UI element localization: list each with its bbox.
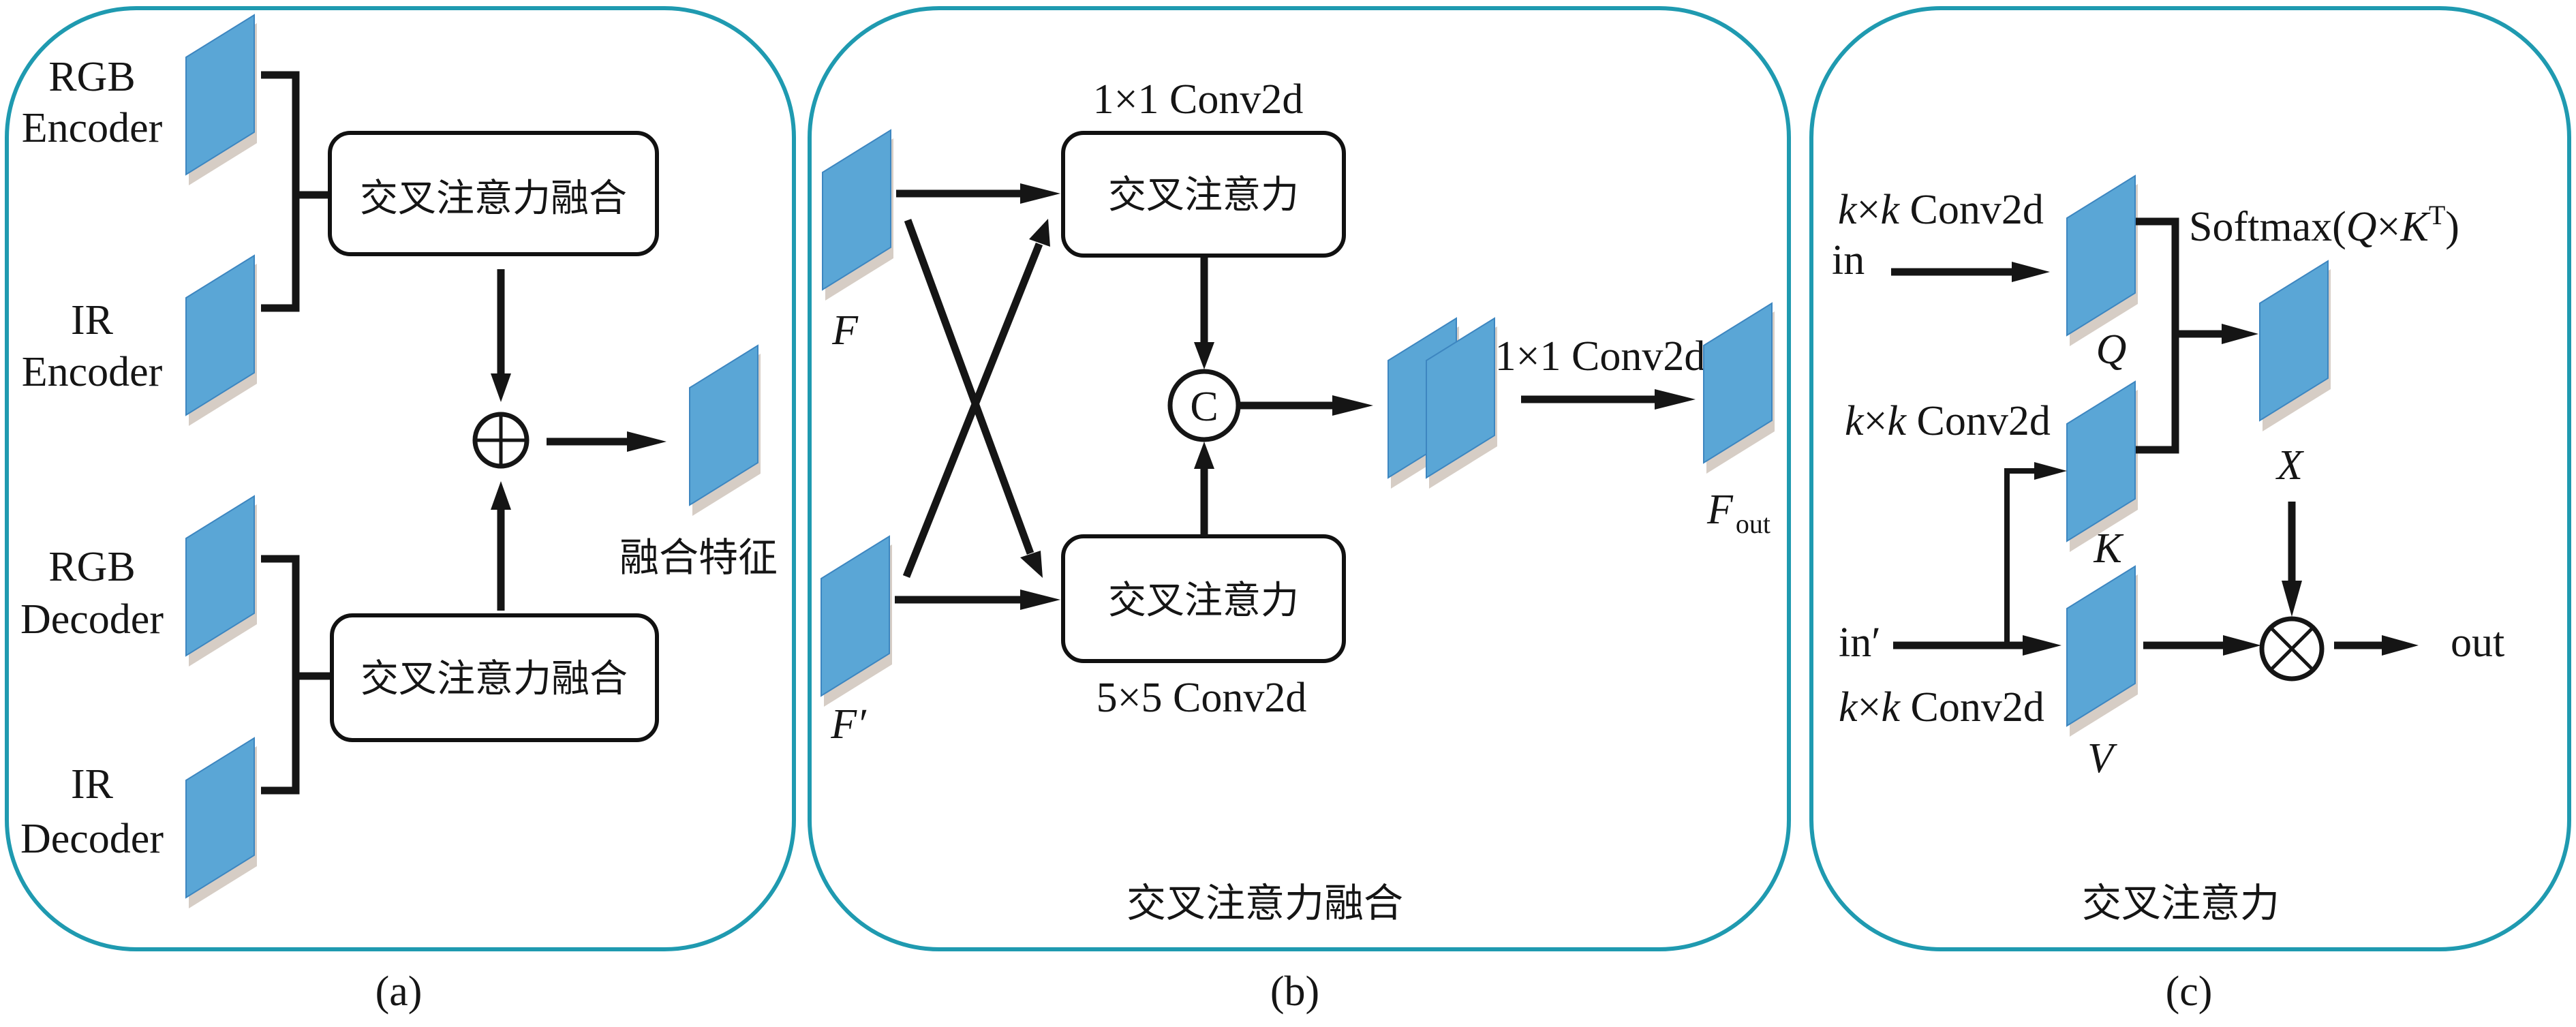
bottom-cross-attention-label: 交叉注意力 [1108, 579, 1299, 623]
arrow-head [1194, 442, 1214, 469]
k-label: K [2093, 525, 2124, 572]
arrow-head [2223, 635, 2261, 656]
bottom-fusion-block: 交叉注意力融合 [330, 613, 659, 742]
top-fusion-block-label: 交叉注意力融合 [360, 177, 627, 221]
add-icon [472, 412, 530, 469]
ir-decoder-label-line2: Decoder [20, 816, 164, 862]
panel-c-caption: (c) [2166, 968, 2213, 1015]
top-cross-attention-block: 交叉注意力 [1061, 131, 1346, 258]
k-conv-label: k×k Conv2d [1845, 398, 2051, 444]
panel-c: k×k Conv2d in Q k×k Conv2d K Softmax(Q×K… [1809, 6, 2571, 1015]
rgb-decoder-label-line1: RGB [48, 544, 135, 590]
top-block-conv-label: 1×1 Conv2d [1093, 76, 1304, 123]
panel-a-caption: (a) [375, 968, 423, 1015]
arrow-head [1020, 551, 1043, 578]
output-out-label: out [2451, 619, 2504, 666]
arrow-head [491, 373, 511, 402]
fused-feature-label: 融合特征 [619, 534, 778, 581]
arrow-fprime-to-top [902, 242, 1043, 579]
top-fusion-block: 交叉注意力融合 [328, 131, 659, 256]
ir-decoder-label-line1: IR [71, 761, 114, 808]
bottom-cross-attention-block: 交叉注意力 [1061, 534, 1346, 663]
input-in-label: in [1832, 237, 1865, 283]
ir-encoder-label-line2: Encoder [22, 349, 163, 395]
arrow-head [2012, 262, 2050, 282]
arrow-head [491, 481, 511, 510]
softmax-label: Softmax(Q×KT) [2189, 200, 2459, 250]
arrow-head [2023, 635, 2061, 656]
concat-symbol: C [1190, 384, 1218, 430]
input-f-label: F [831, 307, 859, 354]
top-cross-attention-label: 交叉注意力 [1108, 173, 1299, 217]
ir-encoder-label-line1: IR [71, 297, 114, 343]
arrow-head [1020, 183, 1060, 204]
panel-b-title: 交叉注意力融合 [1126, 880, 1403, 926]
arrow-f-to-bottom [904, 219, 1034, 555]
panel-a: RGB Encoder IR Encoder RGB Decoder IR De… [5, 6, 796, 1015]
arrow-head [2382, 635, 2419, 656]
arrow-head [1332, 395, 1373, 416]
bottom-fusion-block-label: 交叉注意力融合 [361, 657, 628, 701]
bottom-block-conv-label: 5×5 Conv2d [1097, 675, 1307, 721]
arrow-head [1194, 342, 1214, 369]
panel-b-caption: (b) [1270, 968, 1319, 1015]
input-f-prime-label: F′ [830, 701, 867, 748]
arrow-head [2222, 324, 2258, 344]
input-in-prime-label: in′ [1839, 619, 1881, 666]
arrow-head [2034, 462, 2067, 480]
panel-b: F F′ 1×1 Conv2d 交叉注意力 交叉注意力 5×5 Conv2d [808, 6, 1791, 1015]
panel-b-frame [808, 6, 1791, 951]
arrow-head [1020, 589, 1060, 610]
q-conv-label: k×k Conv2d [1838, 187, 2044, 233]
x-label: X [2275, 442, 2304, 489]
panel-c-frame [1809, 6, 2571, 951]
rgb-decoder-label-line2: Decoder [20, 596, 164, 643]
fuse-conv-label: 1×1 Conv2d [1495, 333, 1706, 380]
arrow-head [1655, 389, 1696, 410]
q-label: Q [2096, 326, 2127, 373]
rgb-encoder-label-line2: Encoder [22, 105, 163, 151]
arrow-head [1029, 219, 1050, 247]
concat-icon: C [1167, 369, 1241, 442]
rgb-encoder-label-line1: RGB [48, 54, 135, 100]
arrow-head [2282, 581, 2302, 617]
v-conv-label: k×k Conv2d [1839, 684, 2044, 731]
arrow-head [627, 431, 666, 452]
arrow-inprime-to-k [2004, 468, 2038, 645]
v-label: V [2087, 735, 2117, 782]
multiply-icon [2259, 616, 2325, 681]
panel-c-title: 交叉注意力 [2082, 880, 2280, 926]
